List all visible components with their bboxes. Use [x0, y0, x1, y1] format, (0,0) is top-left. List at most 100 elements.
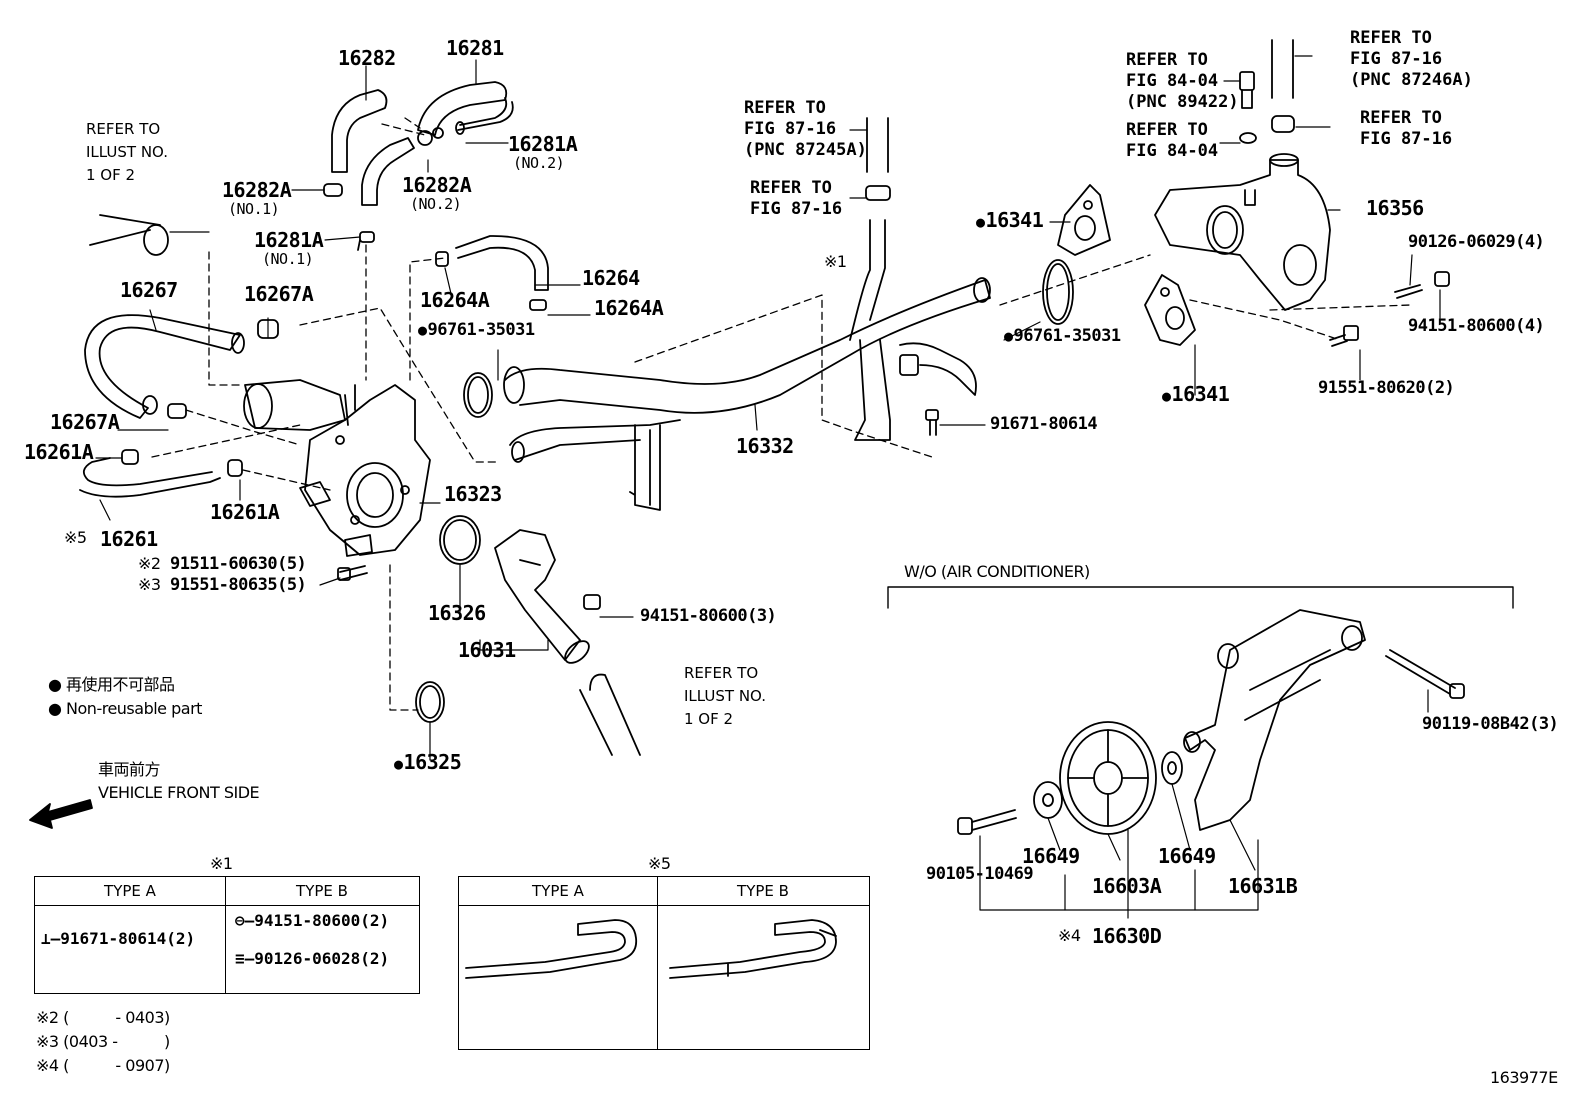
vehicle-front-arrow [29, 799, 93, 829]
refer-line: FIG 87-16 [1360, 129, 1453, 149]
refer-line: FIG 84-04 [1126, 141, 1219, 161]
refer-illust-top: REFER TO ILLUST NO. 1 OF 2 [86, 118, 168, 187]
label-90105-10469: 90105-10469 [926, 864, 1034, 884]
diagram-id: 163977E [1490, 1068, 1558, 1087]
bullet-dot-icon: ● [48, 699, 67, 718]
hose-16264 [435, 235, 549, 311]
label-16267: 16267 [120, 278, 178, 302]
label-16282A-left: 16282A [222, 178, 292, 202]
refer-fig8716-clamp: REFER TO FIG 87-16 [750, 178, 842, 220]
refer-fig8716-87245A: REFER TO FIG 87-16 (PNC 87245A) [744, 98, 867, 161]
gasket-16326 [439, 515, 481, 565]
legend-text: Non-reusable part [66, 699, 202, 718]
nut-94151-3 [583, 594, 601, 610]
clamp-16267A [167, 319, 279, 419]
label-16323: 16323 [444, 482, 502, 506]
label-90119-08B42: 90119-08B42(3) [1422, 714, 1559, 734]
legend-front-en: VEHICLE FRONT SIDE [98, 783, 260, 802]
sensor-89422 [1239, 71, 1257, 144]
refer-illust-bottom: REFER TO ILLUST NO. 1 OF 2 [684, 662, 766, 731]
refer-line: FIG 84-04 [1126, 71, 1219, 91]
gasket-96761-left [463, 372, 493, 418]
refer-line: REFER TO [684, 664, 759, 682]
stud-icon: ≡ [235, 949, 245, 968]
stud-90126 [1394, 271, 1450, 299]
gasket-16341-top [1057, 184, 1111, 256]
table1-b-part2: ≡—90126-06028(2) [235, 949, 390, 968]
label-16264A-right: 16264A [594, 296, 664, 320]
label-16326: 16326 [428, 601, 486, 625]
table-type-5: TYPE A TYPE B [458, 876, 870, 1050]
label-16261: 16261 [100, 527, 158, 551]
pipe-refer-bottom [579, 673, 641, 756]
label-16332: 16332 [736, 434, 794, 458]
label-16603A: 16603A [1092, 874, 1162, 898]
label-16282A-mid: 16282A [402, 173, 472, 197]
label-96761-right: 96761-35031 [1004, 328, 1122, 345]
bullet-dot-icon: ● [48, 675, 67, 694]
label-16282A-no2: (NO.2) [410, 195, 462, 213]
label-16281: 16281 [446, 36, 504, 60]
wo-ac-title: W/O (AIR CONDITIONER) [904, 562, 1090, 581]
label-16281A-top: 16281A [508, 132, 578, 156]
table1-mark: ※1 [210, 854, 233, 873]
refer-line: (PNC 87245A) [744, 140, 867, 160]
leader-lines-misc [95, 55, 1441, 761]
legend-text: 再使用不可部品 [66, 675, 175, 694]
water-pump-16356 [1154, 153, 1331, 311]
mark2: ※2 [138, 554, 161, 573]
legend-nonreusable-jp: ● 再使用不可部品 [48, 677, 175, 693]
mark3: ※3 [138, 575, 161, 594]
refer-line: ILLUST NO. [684, 687, 767, 705]
leader-lines-bottom-right [979, 689, 1429, 919]
refer-line: REFER TO [1350, 28, 1432, 48]
mark4: ※4 [1058, 926, 1081, 945]
hose-type-b-sketch [669, 919, 837, 979]
part-number: 94151-80600(2) [254, 911, 390, 930]
refer-line: REFER TO [1126, 50, 1208, 70]
refer-fig8716-87246A: REFER TO FIG 87-16 (PNC 87246A) [1350, 28, 1473, 91]
refer-line: 1 OF 2 [86, 166, 136, 184]
refer-line: FIG 87-16 [744, 119, 837, 139]
bolt-icon: ⊥ [41, 929, 51, 948]
refer-line: REFER TO [1360, 108, 1442, 128]
dashed-lines-top-left [151, 117, 1411, 711]
label-16356: 16356 [1366, 196, 1424, 220]
label-16261A-right: 16261A [210, 500, 280, 524]
table5-header-a: TYPE A [459, 877, 657, 906]
part-number: 90126-06028(2) [254, 949, 390, 968]
refer-line: REFER TO [86, 120, 161, 138]
bolt-90105 [957, 809, 1017, 835]
label-16031: 16031 [458, 638, 516, 662]
bolt-91551-80620 [1329, 325, 1359, 347]
leader-lines-top [169, 59, 509, 241]
label-16649-left: 16649 [1022, 844, 1080, 868]
hose-refer-87245A [865, 117, 891, 201]
hose-16282 [331, 89, 415, 206]
label-94151-80600-3: 94151-80600(3) [640, 606, 777, 626]
table1-header-b: TYPE B [225, 877, 419, 906]
label-90126-06029: 90126-06029(4) [1408, 232, 1545, 252]
refer-line: REFER TO [744, 98, 826, 118]
label-16282A-no1: (NO.1) [228, 200, 280, 218]
mark5-16261: ※5 [64, 528, 87, 547]
water-inlet-16323 [243, 379, 431, 557]
label-91551-80635: 91551-80635(5) [170, 575, 307, 595]
label-16341-bottom: 16341 [1162, 384, 1230, 404]
bolt-91671 [925, 409, 939, 436]
label-94151-80600-4: 94151-80600(4) [1408, 316, 1545, 336]
nut-icon: ⊖ [235, 911, 245, 930]
pipe-refer-top [89, 214, 169, 256]
label-16325: 16325 [394, 752, 462, 772]
water-pipe-16332 [503, 219, 991, 511]
table1-divider [225, 877, 226, 993]
refer-line: (PNC 87246A) [1350, 70, 1473, 90]
label-16264: 16264 [582, 266, 640, 290]
label-16281A-no1: (NO.1) [262, 250, 314, 268]
label-16281A-no2: (NO.2) [513, 154, 565, 172]
table5-mark: ※5 [648, 854, 671, 873]
hose-refer-87246A [1271, 39, 1295, 133]
label-96761-left: 96761-35031 [418, 322, 536, 339]
legend-front-jp: 車両前方 [98, 760, 161, 779]
